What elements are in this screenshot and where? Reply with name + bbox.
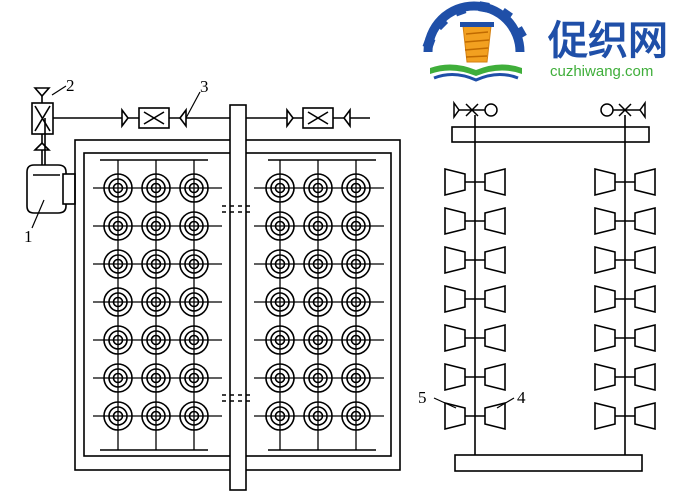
top-beam bbox=[451, 126, 650, 143]
callout-3: 3 bbox=[200, 77, 209, 96]
yarn-package bbox=[303, 401, 333, 431]
logo-name: 促织网 bbox=[547, 18, 668, 64]
side-view-valve-left bbox=[453, 100, 498, 120]
yarn-package bbox=[303, 211, 333, 241]
yarn-package bbox=[179, 287, 209, 317]
yarn-package bbox=[303, 287, 333, 317]
yarn-package bbox=[141, 173, 171, 203]
central-divider-pipe bbox=[222, 104, 254, 491]
side-package-pair bbox=[594, 362, 656, 392]
yarn-package bbox=[141, 287, 171, 317]
fan-motor bbox=[26, 164, 76, 214]
yarn-package bbox=[141, 363, 171, 393]
yarn-package bbox=[265, 249, 295, 279]
side-package-pair bbox=[444, 245, 506, 275]
side-package-pair bbox=[444, 362, 506, 392]
yarn-package bbox=[341, 173, 371, 203]
callouts bbox=[31, 85, 515, 409]
callout-1: 1 bbox=[24, 227, 33, 246]
logo-domain: cuzhiwang.com bbox=[550, 63, 653, 80]
yarn-package bbox=[341, 211, 371, 241]
yarn-package bbox=[265, 363, 295, 393]
valve-right-half bbox=[286, 107, 351, 129]
yarn-package bbox=[179, 401, 209, 431]
side-package-pair bbox=[594, 167, 656, 197]
side-package-pair bbox=[594, 284, 656, 314]
side-view-packages bbox=[444, 167, 656, 431]
yarn-package bbox=[179, 211, 209, 241]
yarn-package bbox=[141, 325, 171, 355]
yarn-package bbox=[303, 325, 333, 355]
yarn-package bbox=[341, 401, 371, 431]
yarn-package bbox=[103, 287, 133, 317]
valve-3 bbox=[121, 107, 187, 129]
logo-gear-icon bbox=[422, 1, 527, 53]
package-grid bbox=[93, 160, 384, 450]
side-package-pair bbox=[444, 284, 506, 314]
side-package-pair bbox=[444, 323, 506, 353]
logo-book-icon bbox=[430, 64, 522, 82]
yarn-package bbox=[103, 363, 133, 393]
yarn-package bbox=[303, 249, 333, 279]
yarn-package bbox=[341, 363, 371, 393]
yarn-package bbox=[303, 363, 333, 393]
side-package-pair bbox=[594, 401, 656, 431]
yarn-package bbox=[141, 401, 171, 431]
yarn-package bbox=[265, 325, 295, 355]
yarn-package bbox=[179, 173, 209, 203]
side-package-pair bbox=[594, 323, 656, 353]
logo-spool-icon bbox=[460, 22, 494, 63]
yarn-package bbox=[341, 325, 371, 355]
yarn-package bbox=[103, 249, 133, 279]
yarn-package bbox=[103, 325, 133, 355]
yarn-package bbox=[265, 287, 295, 317]
yarn-package bbox=[265, 211, 295, 241]
side-view bbox=[451, 115, 650, 472]
yarn-package bbox=[341, 249, 371, 279]
yarn-package bbox=[103, 401, 133, 431]
yarn-package bbox=[265, 401, 295, 431]
yarn-package bbox=[141, 211, 171, 241]
site-logo: 促织网 cuzhiwang.com bbox=[422, 1, 668, 82]
callout-2: 2 bbox=[66, 76, 75, 95]
yarn-package bbox=[103, 173, 133, 203]
vertical-valve-2 bbox=[31, 87, 54, 167]
base-plate bbox=[454, 454, 643, 472]
side-package-pair bbox=[594, 245, 656, 275]
yarn-package bbox=[179, 363, 209, 393]
yarn-package bbox=[141, 249, 171, 279]
side-view-valve-right bbox=[600, 100, 646, 120]
yarn-package bbox=[265, 173, 295, 203]
yarn-package bbox=[303, 173, 333, 203]
side-package-pair bbox=[444, 206, 506, 236]
yarn-package bbox=[179, 325, 209, 355]
side-package-pair bbox=[444, 401, 506, 431]
callout-5: 5 bbox=[418, 388, 427, 407]
side-package-pair bbox=[594, 206, 656, 236]
side-package-pair bbox=[444, 167, 506, 197]
yarn-package bbox=[179, 249, 209, 279]
yarn-package bbox=[341, 287, 371, 317]
yarn-package bbox=[103, 211, 133, 241]
callout-4: 4 bbox=[517, 388, 526, 407]
